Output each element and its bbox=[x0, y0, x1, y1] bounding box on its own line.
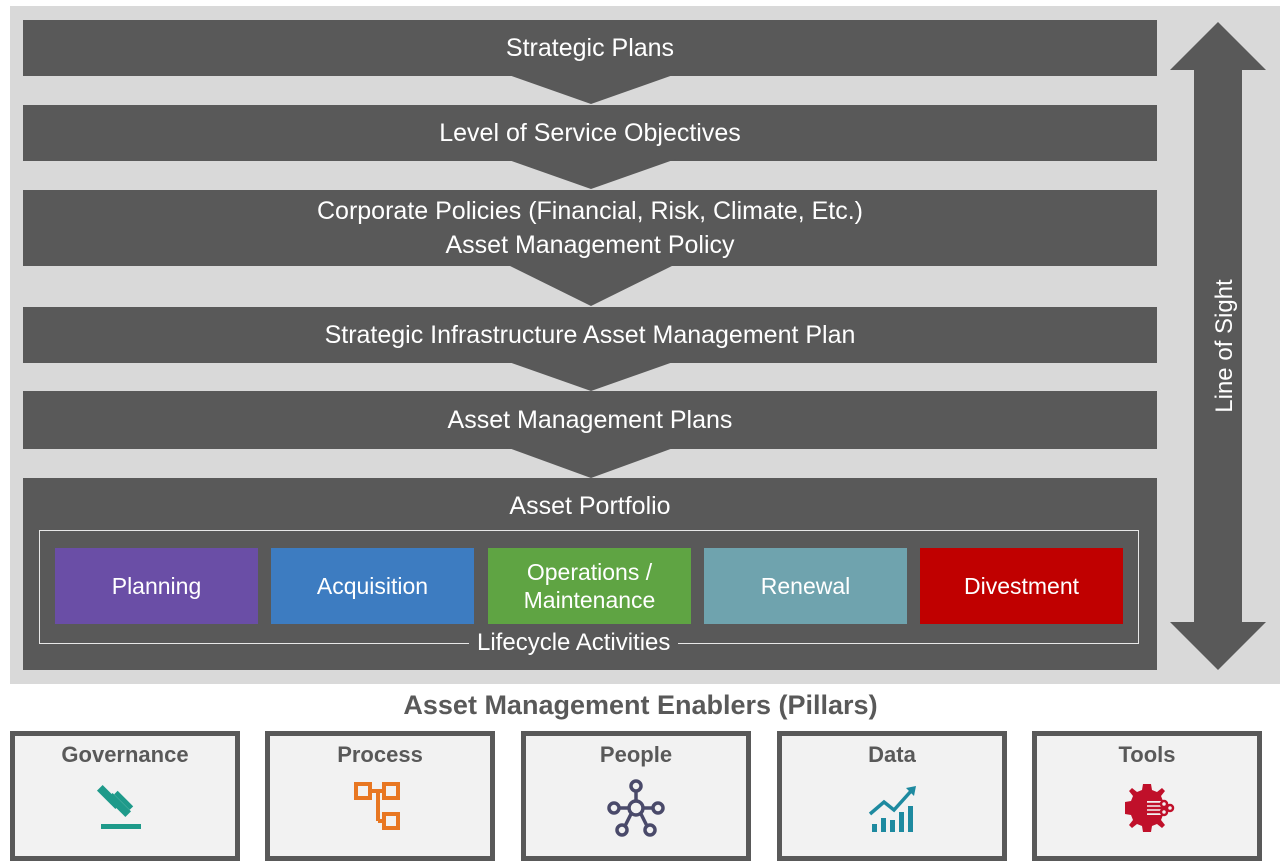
chevron-arrow bbox=[506, 361, 676, 391]
pillar-tools: Tools bbox=[1032, 731, 1262, 861]
pillar-data: Data bbox=[777, 731, 1007, 861]
flowchart-icon bbox=[354, 782, 400, 830]
pillar-label: People bbox=[599, 742, 673, 767]
activity-divestment: Divestment bbox=[920, 548, 1123, 624]
chevron-arrow bbox=[506, 264, 676, 306]
double-arrow-icon bbox=[1170, 22, 1266, 670]
chevron-arrow bbox=[506, 447, 676, 478]
bar-label: Asset Management Plans bbox=[447, 406, 733, 434]
chevron-arrow bbox=[506, 159, 676, 189]
pillar-label: Tools bbox=[1118, 742, 1176, 767]
bar-level-of-service: Level of Service Objectives bbox=[23, 105, 1157, 161]
pillar-label: Governance bbox=[61, 742, 189, 767]
asset-portfolio-title: Asset Portfolio bbox=[509, 492, 671, 520]
pillar-process: Process bbox=[265, 731, 495, 861]
gear-circuit-icon bbox=[1125, 784, 1175, 832]
chart-icon bbox=[868, 786, 916, 832]
gavel-icon bbox=[96, 784, 141, 829]
activity-renewal: Renewal bbox=[704, 548, 907, 624]
activity-label-line1: Operations / bbox=[526, 559, 653, 585]
bar-siamp: Strategic Infrastructure Asset Managemen… bbox=[23, 307, 1157, 363]
activity-operations-maintenance: Operations / Maintenance bbox=[488, 548, 691, 624]
asset-portfolio: Asset Portfolio Planning Acquisition Ope… bbox=[23, 478, 1157, 670]
activity-label: Renewal bbox=[760, 573, 851, 599]
bar-label: Strategic Infrastructure Asset Managemen… bbox=[324, 321, 856, 349]
activity-planning: Planning bbox=[55, 548, 258, 624]
bar-label-line2: Asset Management Policy bbox=[445, 231, 735, 259]
pillar-governance: Governance bbox=[10, 731, 240, 861]
network-icon bbox=[607, 779, 665, 837]
bar-label-line1: Corporate Policies (Financial, Risk, Cli… bbox=[317, 197, 863, 225]
line-of-sight-label: Line of Sight bbox=[1211, 279, 1238, 413]
lifecycle-activities-label: Lifecycle Activities bbox=[469, 628, 679, 658]
bar-corporate-policies: Corporate Policies (Financial, Risk, Cli… bbox=[23, 190, 1157, 266]
activity-label: Divestment bbox=[963, 573, 1080, 599]
chevron-arrow bbox=[506, 74, 676, 104]
activity-acquisition: Acquisition bbox=[271, 548, 474, 624]
pillar-people: People bbox=[521, 731, 751, 861]
pillar-label: Data bbox=[868, 742, 916, 767]
pillar-label: Process bbox=[337, 742, 423, 767]
activity-label: Planning bbox=[111, 573, 202, 599]
activity-label-line2: Maintenance bbox=[523, 587, 656, 613]
bar-strategic-plans: Strategic Plans bbox=[23, 20, 1157, 76]
bar-am-plans: Asset Management Plans bbox=[23, 391, 1157, 449]
bar-label: Strategic Plans bbox=[505, 34, 675, 62]
enablers-title: Asset Management Enablers (Pillars) bbox=[403, 690, 878, 720]
bar-label: Level of Service Objectives bbox=[439, 119, 741, 147]
activity-label: Acquisition bbox=[316, 573, 429, 599]
